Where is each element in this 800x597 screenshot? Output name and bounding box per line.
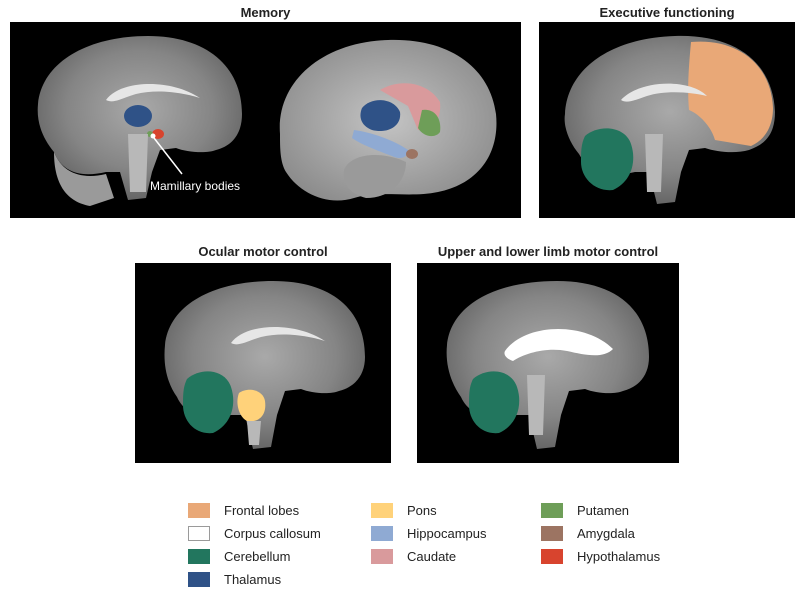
cerebellum-swatch — [188, 548, 210, 564]
legend-item-amygdala: Amygdala — [541, 524, 635, 542]
memory-panel: Mamillary bodies — [10, 22, 521, 218]
legend-item-hippocampus: Hippocampus — [371, 524, 487, 542]
legend-label: Pons — [407, 502, 437, 518]
hippocampus-swatch — [371, 525, 393, 541]
memory-right-brain — [279, 39, 497, 201]
ocular-panel — [135, 263, 391, 463]
pons-swatch — [371, 502, 393, 518]
limb-panel — [417, 263, 679, 463]
memory-right-putamen — [418, 109, 441, 137]
memory-right-temporal-lobe — [343, 155, 406, 198]
limb-brainstem — [527, 375, 545, 435]
limb-corpus-callosum — [504, 328, 613, 361]
executive-cerebellum — [581, 128, 634, 191]
ocular-corpus-callosum — [231, 326, 325, 345]
ocular-cerebellum — [183, 371, 234, 434]
legend-item-pons: Pons — [371, 501, 437, 519]
ocular-panel-title: Ocular motor control — [198, 244, 328, 259]
memory-left-cerebellum-gray — [54, 152, 114, 206]
legend-item-corpus-callosum: Corpus callosum — [188, 524, 321, 542]
legend-label: Corpus callosum — [224, 525, 321, 541]
legend-label: Hypothalamus — [577, 548, 661, 564]
executive-brainstem — [645, 134, 663, 192]
frontal-lobes-swatch — [188, 502, 210, 518]
legend-label: Hippocampus — [407, 525, 487, 541]
ocular-brainstem — [247, 421, 261, 445]
corpus-callosum-swatch — [188, 525, 210, 541]
memory-left-thalamus — [124, 105, 152, 127]
legend-label: Putamen — [577, 502, 630, 518]
memory-right-amygdala — [406, 149, 418, 159]
legend-label: Cerebellum — [224, 548, 291, 564]
legend-item-caudate: Caudate — [371, 547, 456, 565]
memory-right-thalamus — [360, 100, 401, 132]
executive-corpus-callosum — [621, 83, 707, 102]
memory-right-hippocampus — [352, 130, 408, 158]
executive-panel — [539, 22, 795, 218]
legend-label: Amygdala — [577, 525, 635, 541]
caudate-swatch — [371, 548, 393, 564]
amygdala-swatch — [541, 525, 563, 541]
putamen-swatch — [541, 502, 563, 518]
ocular-pons — [237, 389, 266, 422]
legend-item-putamen: Putamen — [541, 501, 629, 519]
limb-panel-title: Upper and lower limb motor control — [437, 244, 659, 259]
executive-frontal-lobes — [688, 41, 773, 146]
mamillary-bodies-label: Mamillary bodies — [150, 179, 240, 193]
legend-item-cerebellum: Cerebellum — [188, 547, 290, 565]
memory-left-brain — [37, 36, 243, 206]
executive-panel-title: Executive functioning — [599, 5, 735, 20]
legend-item-frontal-lobes: Frontal lobes — [188, 501, 299, 519]
memory-left-brainstem — [128, 134, 148, 192]
hypothalamus-swatch — [541, 548, 563, 564]
thalamus-swatch — [188, 571, 210, 587]
annotation-leader-line — [153, 137, 183, 175]
memory-panel-title: Memory — [240, 5, 291, 20]
legend-item-thalamus: Thalamus — [188, 570, 281, 588]
limb-cerebellum — [469, 371, 520, 434]
legend-item-hypothalamus: Hypothalamus — [541, 547, 660, 565]
legend-label: Thalamus — [224, 571, 282, 587]
legend-label: Caudate — [407, 548, 457, 564]
legend-label: Frontal lobes — [224, 502, 300, 518]
annotation-pointer-dot — [150, 133, 156, 139]
memory-left-corpus-callosum — [106, 83, 200, 102]
